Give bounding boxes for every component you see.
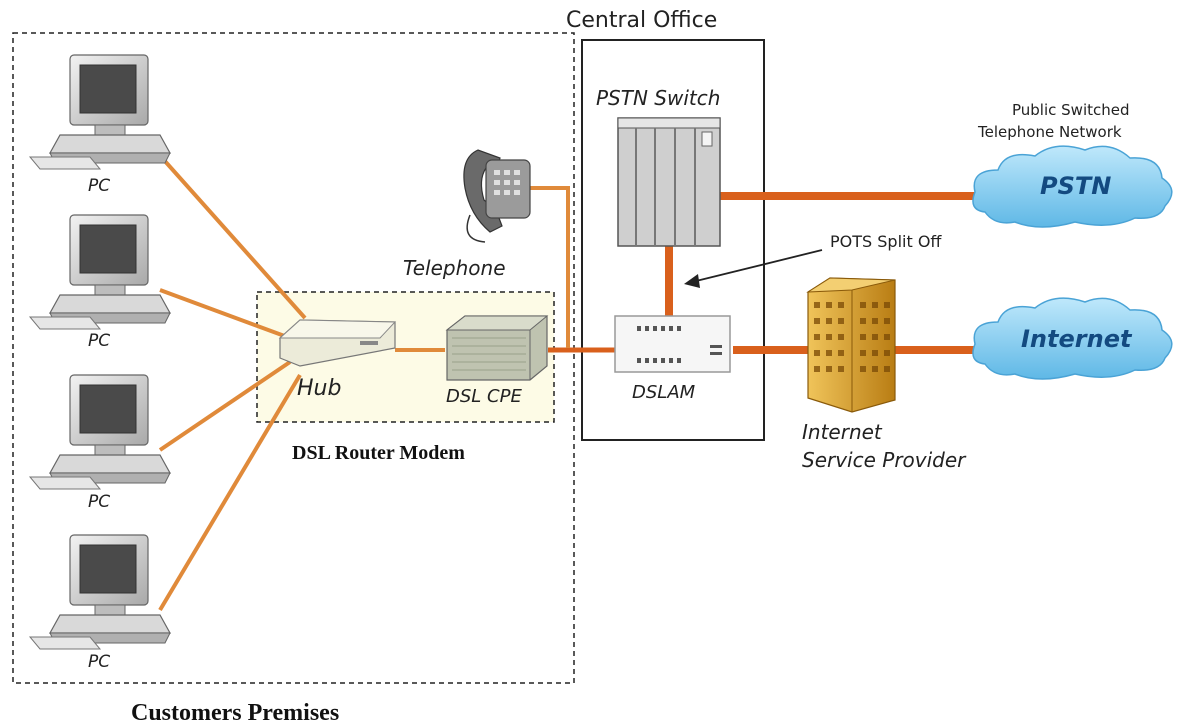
pc1-cable: [153, 148, 307, 320]
pots-split-arrowhead: [684, 274, 700, 288]
dsl-router-modem-label: DSL Router Modem: [292, 442, 465, 464]
internet-cloud-icon: [972, 297, 1173, 380]
pc2-icon: [28, 214, 172, 330]
pc2-cable: [159, 288, 291, 340]
pstn-switch-label: PSTN Switch: [596, 86, 721, 110]
hub-icon: [278, 319, 397, 367]
isp-building-icon: [806, 277, 896, 413]
pstn-switch-icon: [617, 117, 721, 247]
pots-split-arrow: [691, 249, 823, 283]
pc3-label: PC: [88, 492, 111, 512]
pc-cables: [153, 148, 307, 612]
isp-label-line1: Internet: [802, 420, 882, 444]
dslam-icon: [614, 315, 731, 373]
telephone-cable: [530, 186, 570, 348]
pc1-icon: [28, 54, 172, 170]
customers-premises-label: Customers Premises: [131, 700, 340, 726]
pstn-cloud-icon: [972, 145, 1173, 228]
pstn-network-label-line2: Telephone Network: [978, 123, 1122, 141]
pstn-cloud-label: PSTN: [1040, 172, 1112, 200]
pc1-label: PC: [88, 176, 111, 196]
pots-split-off-label: POTS Split Off: [830, 232, 942, 251]
pc3-icon: [28, 374, 172, 490]
pstn-network-label-line1: Public Switched: [1012, 101, 1130, 119]
dsl-cpe-icon: [445, 315, 549, 381]
customers-premises-boundary: [12, 32, 575, 684]
dslam-label: DSLAM: [632, 382, 696, 403]
isp-label-line2: Service Provider: [802, 448, 966, 472]
pc4-label: PC: [88, 652, 111, 672]
central-office-label: Central Office: [566, 8, 718, 33]
pc4-cable: [158, 373, 302, 612]
internet-cloud-label: Internet: [1021, 325, 1132, 353]
telephone-label: Telephone: [403, 256, 506, 280]
hub-label: Hub: [297, 376, 342, 401]
pc2-label: PC: [88, 331, 111, 351]
dsl-cpe-label: DSL CPE: [446, 386, 522, 407]
pc3-cable: [158, 360, 292, 452]
pc4-icon: [28, 534, 172, 650]
telephone-icon: [463, 149, 531, 243]
